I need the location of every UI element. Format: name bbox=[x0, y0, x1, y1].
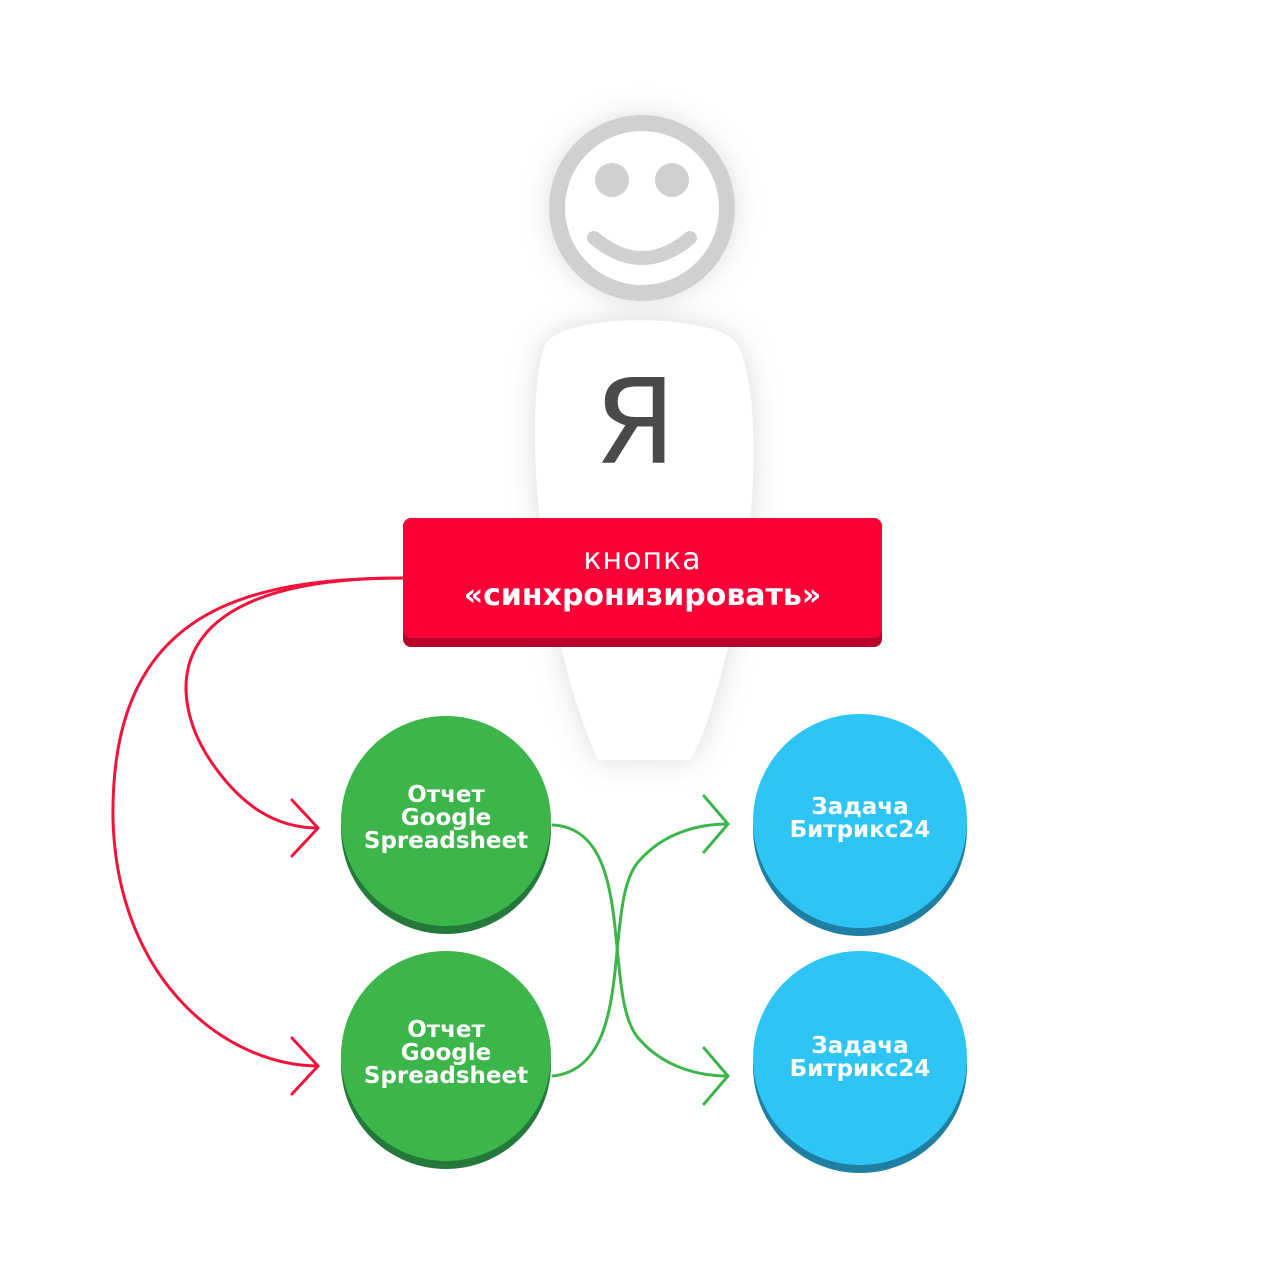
arrowhead-report-2 bbox=[290, 1036, 320, 1096]
person-label: Я bbox=[594, 353, 676, 491]
sync-button[interactable]: кнопка «синхронизировать» bbox=[403, 518, 882, 638]
report-2-line3: Spreadsheet bbox=[363, 1063, 529, 1089]
sync-button-line2: «синхронизировать» bbox=[463, 578, 822, 613]
task-2-line2: Битрикс24 bbox=[789, 1056, 931, 1082]
arrow-to-report-2 bbox=[111, 576, 405, 1068]
task-1-line1: Задача bbox=[811, 794, 909, 820]
report-1-line3: Spreadsheet bbox=[363, 828, 529, 854]
arrow-report1-to-task2 bbox=[551, 823, 730, 1078]
smiley-person-icon bbox=[549, 115, 735, 301]
report-1-line2: Google bbox=[400, 805, 492, 831]
arrowhead-task-1 bbox=[702, 794, 730, 854]
person-figure bbox=[534, 115, 754, 760]
button-to-reports-arrows bbox=[111, 576, 405, 1096]
report-node-1: Отчет Google Spreadsheet bbox=[341, 716, 551, 926]
task-node-2: Задача Битрикс24 bbox=[753, 951, 967, 1165]
arrowhead-task-2 bbox=[702, 1046, 730, 1106]
arrowhead-report-1 bbox=[290, 798, 320, 858]
task-1-line2: Битрикс24 bbox=[789, 817, 931, 843]
sync-button-line1: кнопка bbox=[583, 542, 702, 577]
arrow-report2-to-task1 bbox=[551, 822, 730, 1078]
task-2-line1: Задача bbox=[811, 1033, 909, 1059]
report-2-line2: Google bbox=[400, 1040, 492, 1066]
report-node-2: Отчет Google Spreadsheet bbox=[341, 951, 551, 1161]
arrow-to-report-1 bbox=[184, 576, 405, 830]
report-1-line1: Отчет bbox=[407, 782, 485, 808]
reports-to-tasks-arrows bbox=[551, 794, 730, 1106]
report-2-line1: Отчет bbox=[407, 1017, 485, 1043]
task-node-1: Задача Битрикс24 bbox=[753, 714, 967, 928]
